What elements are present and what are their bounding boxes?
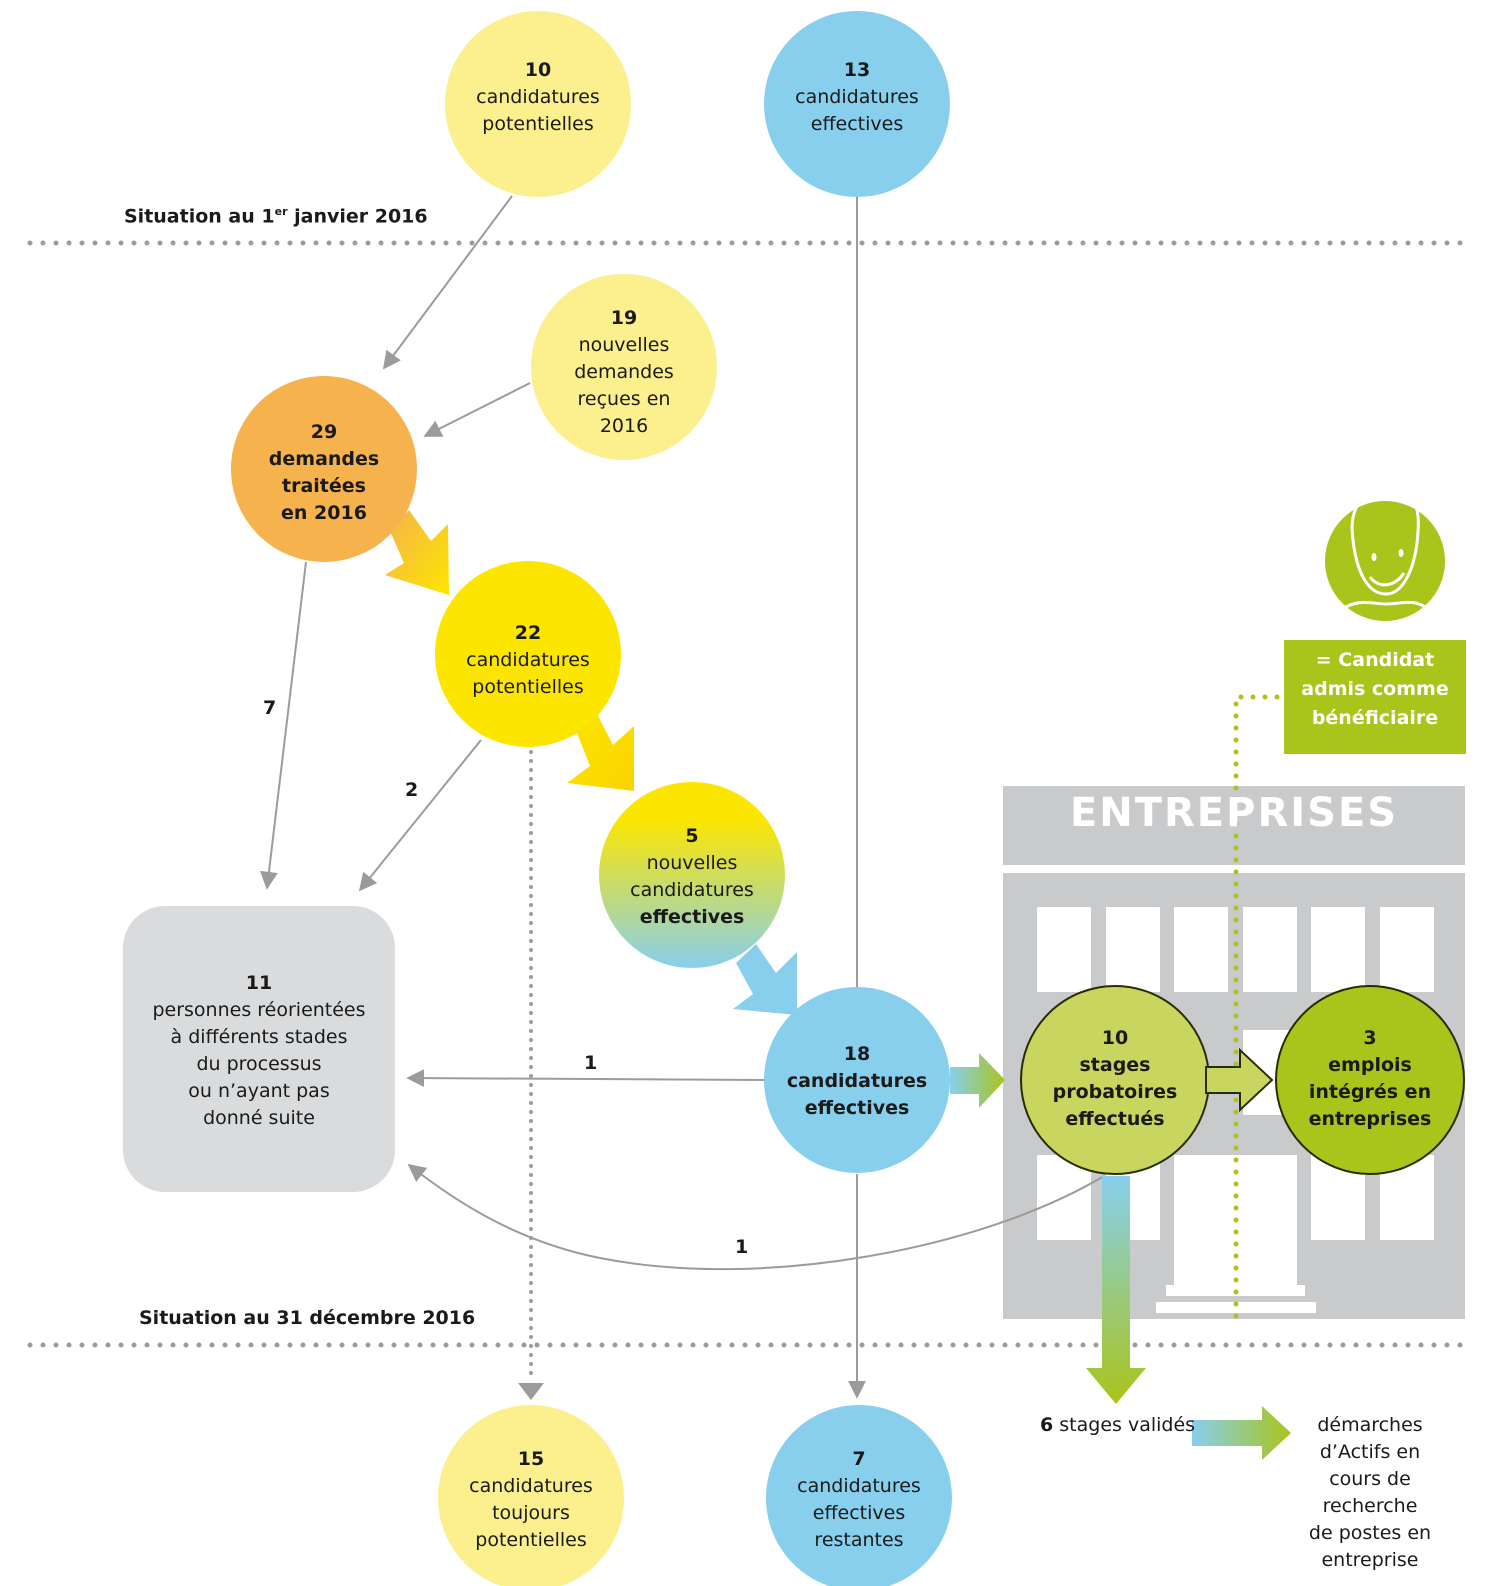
node-potential-22: [435, 561, 621, 747]
node-new-requests: [531, 274, 717, 460]
node-jobs-3: [1275, 985, 1465, 1175]
flow-label-stages-to-reoriented: 1: [735, 1236, 749, 1258]
arrow-processed-to-reoriented: [259, 561, 307, 890]
node-processed-text: 29 demandes traitées en 2016: [268, 421, 380, 524]
arrow-top-potential-to-processed: [382, 195, 513, 370]
node-new-effective-5-text: 5 nouvelles candidatures effectives: [630, 825, 754, 928]
node-processed: [231, 376, 417, 562]
node-stages-10-text: 10 stages probatoires effectués: [1052, 1027, 1178, 1130]
fat-arrow-potential-to-new-effective: [567, 708, 634, 791]
fat-arrow-processed-to-potential: [385, 510, 449, 595]
fat-arrow-stages-down: [1086, 1176, 1146, 1404]
node-reoriented: [123, 906, 395, 1192]
stages-validated-text: 6 stages validés: [1040, 1414, 1196, 1436]
node-top-effective: [764, 11, 950, 197]
fat-arrow-effective18-to-stages: [950, 1053, 1005, 1108]
flow-label-effective18-to-reoriented: 1: [584, 1052, 598, 1074]
flow-label-processed-to-reoriented: 7: [263, 697, 277, 719]
node-bottom-effective: [766, 1405, 952, 1586]
fat-arrow-validated-to-actifs: [1192, 1406, 1291, 1460]
arrow-potential-to-reoriented: [358, 739, 482, 892]
node-top-potential-text: 10 candidatures potentielles: [476, 59, 600, 135]
arrow-stages-to-reoriented-curve: [407, 1163, 1105, 1271]
node-effective-18-text: 18 candidatures effectives: [786, 1043, 928, 1119]
node-new-effective-5: [599, 782, 785, 968]
node-bottom-potential: [438, 1405, 624, 1586]
beneficiary-dotted-line: [1233, 694, 1287, 1319]
situation-end-label: Situation au 31 décembre 2016: [139, 1307, 476, 1329]
situation-start-label: Situation au 1er janvier 2016: [124, 205, 428, 228]
beneficiary-legend-box: = Candidat admis comme bénéficiaire: [1284, 640, 1466, 754]
fat-arrow-new-effective-to-effective18: [733, 944, 797, 1015]
arrow-new-requests-to-processed: [423, 382, 531, 437]
node-jobs-3-text: 3 emplois intégrés en entreprises: [1308, 1027, 1432, 1130]
node-new-requests-text: 19 nouvelles demandes reçues en 2016: [574, 307, 674, 437]
candidate-face-icon: [1325, 483, 1445, 621]
arrow-stages-to-jobs: [1205, 1047, 1274, 1113]
node-effective-18: [764, 987, 950, 1173]
actifs-search-text: démarches d’Actifs en cours de recherche…: [1308, 1414, 1432, 1571]
flow-label-potential-to-reoriented: 2: [405, 779, 419, 801]
arrow-effective18-to-reoriented: [406, 1069, 766, 1088]
node-reoriented-text: 11 personnes réorientées à différents st…: [152, 972, 366, 1129]
node-bottom-effective-text: 7 candidatures effectives restantes: [797, 1448, 921, 1551]
node-top-potential: [445, 11, 631, 197]
node-bottom-potential-text: 15 candidatures toujours potentielles: [469, 1448, 593, 1551]
node-potential-22-text: 22 candidatures potentielles: [466, 622, 590, 698]
arrowhead-dotted-bottom: [518, 1383, 544, 1400]
entreprises-title: ENTREPRISES: [1069, 790, 1399, 836]
node-top-effective-text: 13 candidatures effectives: [795, 59, 919, 135]
